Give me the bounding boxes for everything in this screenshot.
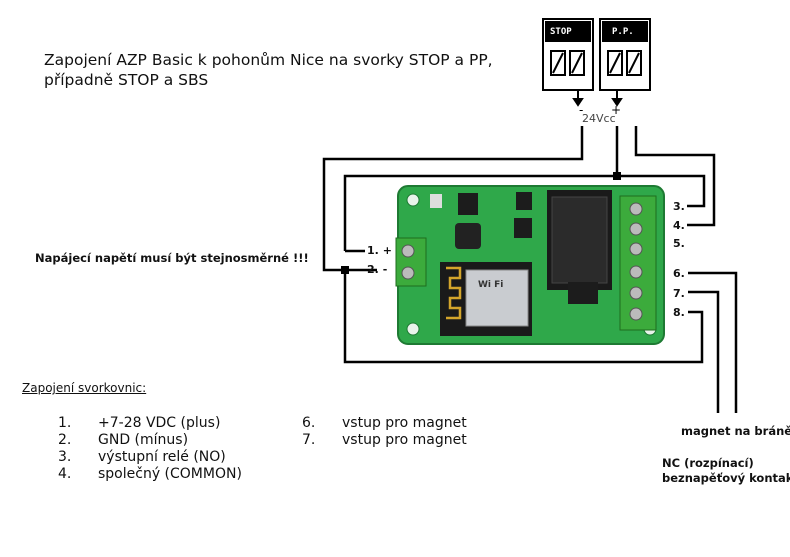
supply-voltage: 24Vcc [582, 112, 616, 125]
pp-label: P.P. [612, 27, 634, 37]
terminal-1-num: 1. [367, 244, 379, 257]
nc-line-1: NC (rozpínací) [662, 456, 754, 470]
pcb-board [395, 185, 665, 345]
title-line-1: Zapojení AZP Basic k pohonům Nice na svo… [44, 51, 493, 69]
terminal-1-sign: + [382, 244, 392, 257]
magnet-label: magnet na bráně [681, 424, 790, 438]
terminal-2-label: 2. - [367, 263, 387, 276]
wifi-logo: Wi Fi [478, 280, 504, 290]
stop-terminal-block [542, 18, 594, 91]
terminal-7-label: 7. [673, 287, 685, 300]
legend-item-4: 4.společný (COMMON) [58, 466, 242, 482]
legend-left: 1.+7-28 VDC (plus) 2.GND (mínus) 3.výstu… [58, 415, 242, 483]
terminal-5-label: 5. [673, 237, 685, 250]
page-title: Zapojení AZP Basic k pohonům Nice na svo… [44, 50, 493, 90]
terminal-8-label: 8. [673, 306, 685, 319]
terminal-arrows [572, 90, 623, 107]
terminal-4-label: 4. [673, 219, 685, 232]
stop-label: STOP [550, 27, 572, 37]
legend-heading: Zapojení svorkovnic: [22, 381, 147, 395]
legend-item-3: 3.výstupní relé (NO) [58, 449, 226, 465]
legend-item-6: 6.vstup pro magnet [302, 415, 467, 431]
terminal-1-label: 1. + [367, 244, 392, 257]
supply-minus: - [579, 103, 584, 117]
supply-plus: + [611, 103, 622, 117]
pp-terminal-block [599, 18, 651, 91]
legend-right: 6.vstup pro magnet 7.vstup pro magnet [302, 415, 467, 449]
title-line-2: případně STOP a SBS [44, 71, 209, 89]
warning-text: Napájecí napětí musí být stejnosměrné !!… [35, 251, 309, 265]
terminal-6-label: 6. [673, 267, 685, 280]
nc-contact-label: NC (rozpínací) beznapěťový kontakt [662, 456, 790, 486]
legend-item-7: 7.vstup pro magnet [302, 432, 467, 448]
legend-item-1: 1.+7-28 VDC (plus) [58, 415, 221, 431]
junction-dots [341, 172, 621, 274]
terminal-2-sign: - [382, 263, 388, 276]
legend-item-2: 2.GND (mínus) [58, 432, 189, 448]
terminal-3-label: 3. [673, 200, 685, 213]
nc-line-2: beznapěťový kontakt [662, 471, 790, 485]
terminal-2-num: 2. [367, 263, 379, 276]
